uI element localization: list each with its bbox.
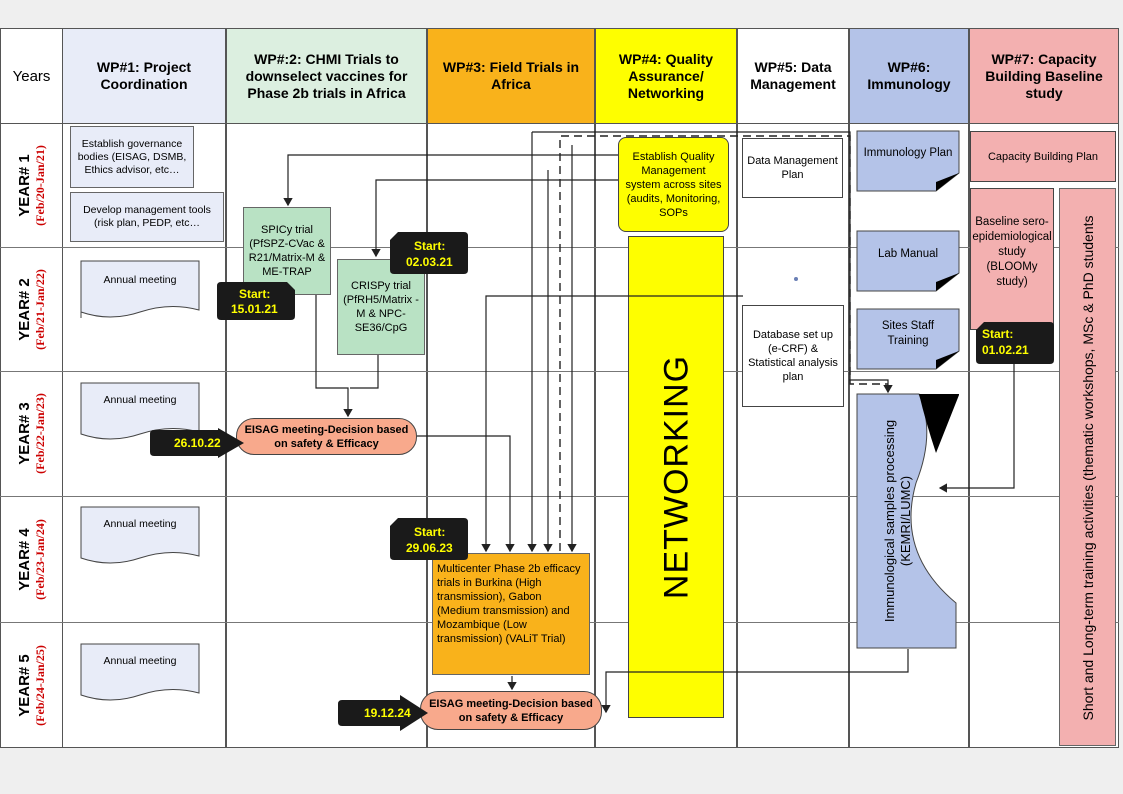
crispy-trial-box: CRISPy trial (PfRH5/Matrix -M & NPC-SE36… (337, 259, 425, 355)
annual-meeting-doc: Annual meeting (80, 260, 200, 322)
wp7-header: WP#7: Capacity Building Baseline study (969, 28, 1119, 124)
staff-training-doc: Sites Staff Training (856, 308, 960, 370)
milestone-arrow-eisag2: 19.12.24 (338, 695, 428, 731)
networking-bar: NETWORKING (628, 236, 724, 718)
start-callout-crispy: Start: 02.03.21 (390, 232, 468, 274)
wp1-header: WP#1: Project Coordination (62, 28, 226, 124)
eisag-decision-1: EISAG meeting-Decision based on safety &… (236, 418, 417, 455)
start-callout-baseline: Start: 01.02.21 (976, 322, 1054, 364)
annual-meeting-doc: Annual meeting (80, 506, 200, 568)
start-callout-multicenter: Start: 29.06.23 (390, 518, 468, 560)
training-activities-bar: Short and Long-term training activities … (1059, 188, 1116, 746)
immunology-plan-doc: Immunology Plan (856, 130, 960, 192)
start-callout-spicy: Start: 15.01.21 (217, 282, 295, 320)
sample-processing-box: Immunological samples processing (KEMRI/… (856, 393, 960, 649)
database-setup-box: Database set up (e-CRF) & Statistical an… (742, 305, 844, 407)
wp6-header: WP#6: Immunology (849, 28, 969, 124)
years-header: Years (0, 28, 63, 124)
capacity-building-plan-box: Capacity Building Plan (970, 131, 1116, 182)
wp4-header: WP#4: Quality Assurance/ Networking (595, 28, 737, 124)
lab-manual-doc: Lab Manual (856, 230, 960, 292)
multicenter-trial-box: Multicenter Phase 2b efficacy trials in … (432, 553, 590, 675)
wp2-header: WP#:2: CHMI Trials to downselect vaccine… (226, 28, 427, 124)
governance-box: Establish governance bodies (EISAG, DSMB… (70, 126, 194, 188)
wp5-header: WP#5: Data Management (737, 28, 849, 124)
row-divider (0, 371, 1119, 372)
management-tools-box: Develop management tools (risk plan, PED… (70, 192, 224, 242)
quality-management-box: Establish Quality Management system acro… (618, 137, 729, 232)
data-management-plan-box: Data Management Plan (742, 138, 843, 198)
baseline-study-box: Baseline sero-epidemiological study (BLO… (970, 188, 1054, 330)
milestone-arrow-eisag1: 26.10.22 (150, 428, 244, 458)
dot-marker (794, 277, 798, 281)
spicy-trial-box: SPICy trial (PfSPZ-CVac & R21/Matrix-M &… (243, 207, 331, 295)
annual-meeting-doc: Annual meeting (80, 643, 200, 705)
years-column (0, 28, 63, 748)
wp3-header: WP#3: Field Trials in Africa (427, 28, 595, 124)
eisag-decision-2: EISAG meeting-Decision based on safety &… (420, 691, 602, 730)
